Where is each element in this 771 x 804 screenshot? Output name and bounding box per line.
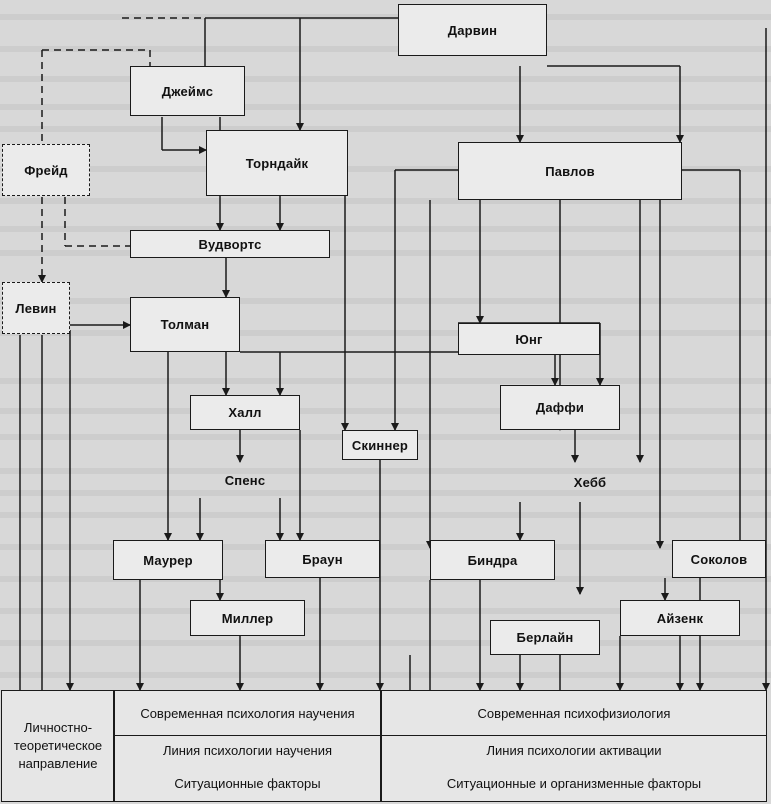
learning-factors-label: Ситуационные факторы bbox=[174, 775, 321, 791]
node-miller: Миллер bbox=[190, 600, 305, 636]
node-hull: Халл bbox=[190, 395, 300, 430]
node-hebb: Хебб bbox=[573, 474, 607, 490]
node-sokolov: Соколов bbox=[672, 540, 766, 578]
node-eysenck: Айзенк bbox=[620, 600, 740, 636]
node-lewin: Левин bbox=[2, 282, 70, 334]
node-berlyne: Берлайн bbox=[490, 620, 600, 655]
summary-divider-mid bbox=[380, 690, 382, 802]
learning-modern-label: Современная психология научения bbox=[140, 705, 355, 721]
node-mowrer: Маурер bbox=[113, 540, 223, 580]
activation-line-label: Линия психологии активации bbox=[486, 742, 662, 758]
activation-modern-label: Современная психофизиология bbox=[477, 705, 671, 721]
summary-divider-left bbox=[113, 690, 115, 802]
summary-table bbox=[1, 690, 767, 802]
learning-line-label: Линия психологии научения bbox=[162, 742, 333, 758]
node-spence: Спенс bbox=[224, 472, 266, 488]
node-freud: Фрейд bbox=[2, 144, 90, 196]
node-tolman: Толман bbox=[130, 297, 240, 352]
node-skinner: Скиннер bbox=[342, 430, 418, 460]
summary-row-line bbox=[113, 735, 767, 737]
node-duffy: Даффи bbox=[500, 385, 620, 430]
activation-factors-label: Ситуационные и организменные факторы bbox=[446, 775, 702, 791]
node-thorndike: Торндайк bbox=[206, 130, 348, 196]
node-james: Джеймс bbox=[130, 66, 245, 116]
node-brown: Браун bbox=[265, 540, 380, 578]
node-woodworth: Вудвортс bbox=[130, 230, 330, 258]
node-pavlov: Павлов bbox=[458, 142, 682, 200]
node-darwin: Дарвин bbox=[398, 4, 547, 56]
node-bindra: Биндра bbox=[430, 540, 555, 580]
node-jung: Юнг bbox=[458, 323, 600, 355]
personality-theory-label: Личностно- теоретическое направление bbox=[13, 720, 103, 771]
